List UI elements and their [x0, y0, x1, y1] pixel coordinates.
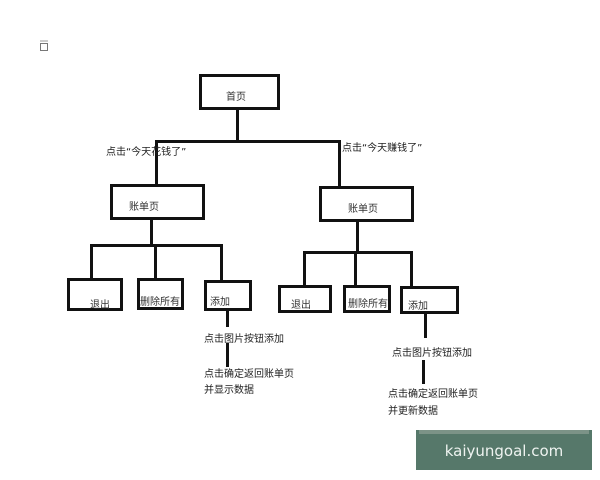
left-add-label: 添加	[210, 297, 230, 308]
left-drop	[155, 140, 158, 186]
left-drop-exit	[90, 244, 93, 280]
right-exit-label: 退出	[291, 300, 311, 311]
left-drop-add	[220, 244, 223, 280]
corner-mark-bar	[40, 40, 48, 42]
right-drop-delete	[354, 251, 357, 287]
right-children-hbar	[303, 251, 413, 254]
left-exit-label: 退出	[90, 300, 110, 311]
right-page-stem	[356, 222, 359, 254]
right-drop-add	[410, 251, 413, 289]
root-stem	[236, 110, 239, 142]
right-drop	[338, 140, 341, 190]
left-bill-page-node: 账单页	[110, 184, 205, 220]
right-bill-page-label: 账单页	[348, 204, 378, 215]
left-step-1: 点击图片按钮添加	[204, 334, 284, 345]
corner-square-icon	[40, 43, 48, 51]
left-drop-delete	[154, 244, 157, 280]
right-step-2: 点击确定返回账单页	[388, 389, 478, 400]
right-add-node: 添加	[400, 286, 459, 314]
left-bill-page-label: 账单页	[129, 202, 159, 213]
right-bill-page-node: 账单页	[319, 186, 414, 222]
right-exit-node: 退出	[278, 285, 332, 313]
right-add-label: 添加	[408, 301, 428, 312]
watermark-highlight	[419, 430, 589, 434]
left-step-3: 并显示数据	[204, 385, 254, 396]
left-delete-all-label: 删除所有	[140, 297, 180, 308]
right-delete-all-label: 删除所有	[348, 299, 388, 310]
edge-label-right: 点击“今天赚钱了”	[342, 143, 423, 154]
right-step-3: 并更新数据	[388, 406, 438, 417]
watermark: kaiyungoal.com	[416, 430, 592, 470]
right-add-stem	[424, 314, 427, 338]
left-add-stem	[226, 311, 229, 327]
root-node: 首页	[199, 74, 280, 110]
left-step-2: 点击确定返回账单页	[204, 369, 294, 380]
left-delete-all-node: 删除所有	[137, 278, 184, 310]
right-delete-all-node: 删除所有	[343, 285, 391, 313]
right-drop-exit	[303, 251, 306, 287]
root-label: 首页	[226, 92, 246, 103]
left-page-stem	[150, 220, 153, 247]
edge-label-left: 点击“今天花钱了”	[106, 147, 187, 158]
root-hbar	[155, 140, 341, 143]
left-step-connector	[226, 343, 229, 367]
right-step-connector	[422, 360, 425, 384]
left-add-node: 添加	[204, 280, 252, 311]
right-step-1: 点击图片按钮添加	[392, 348, 472, 359]
left-exit-node: 退出	[67, 278, 123, 311]
